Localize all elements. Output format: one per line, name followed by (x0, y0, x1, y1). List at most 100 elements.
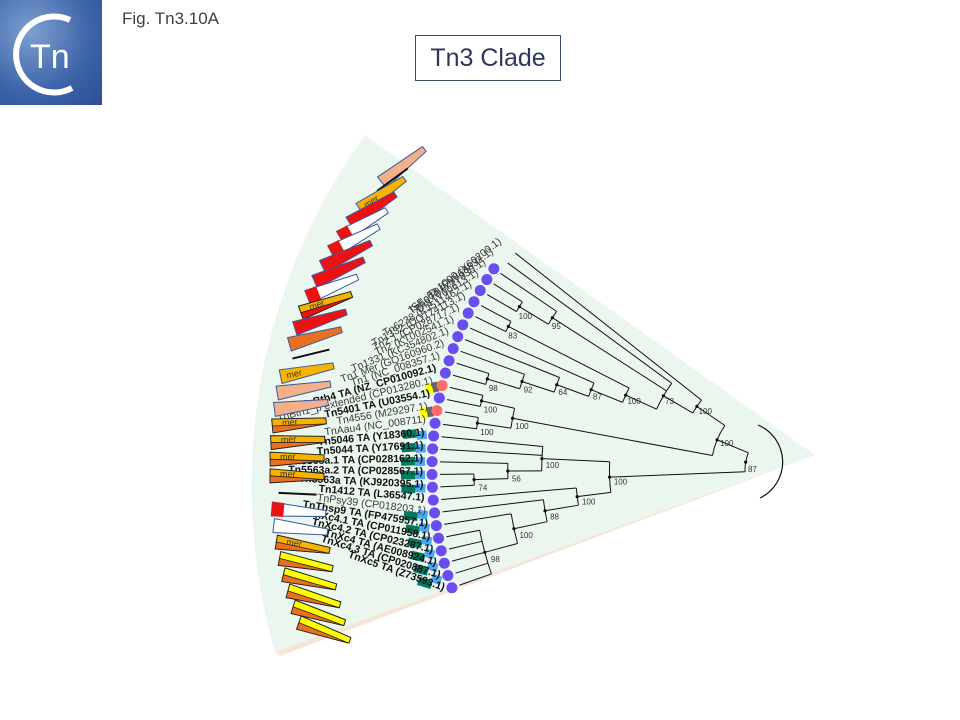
bootstrap-value: 74 (478, 484, 487, 493)
red-fill (271, 502, 285, 518)
teal-strip (401, 443, 416, 453)
gene-annotation: mer (274, 534, 331, 554)
gene-annotation (295, 615, 352, 644)
tree-branch (475, 316, 507, 332)
gene-annotation (275, 380, 332, 401)
leaf-circle-marker (428, 430, 440, 442)
root-bracket (757, 424, 784, 499)
leaf-circle-marker (426, 456, 438, 468)
teal-strip (403, 510, 419, 522)
mer-label: mer (280, 452, 296, 462)
tree-branch (440, 484, 475, 488)
tricolor-marker (419, 405, 443, 419)
gene-annotation (285, 583, 342, 609)
tree-branch (484, 543, 518, 553)
tree-branch (663, 395, 693, 414)
gene-annotation: mer (269, 452, 325, 467)
blue-strip (415, 483, 426, 493)
bootstrap-value: 92 (524, 386, 533, 395)
lower-triangle (285, 590, 340, 609)
leaf-circle-marker (468, 296, 480, 308)
line-annotation (278, 491, 317, 496)
bootstrap-value: 98 (491, 555, 500, 564)
blue-strip (415, 457, 426, 466)
tree-branch (442, 423, 477, 430)
tree-branch (442, 499, 544, 513)
blue-strip (426, 561, 439, 572)
leaf-circle-marker (426, 481, 438, 493)
salmon-box (376, 145, 427, 189)
gene-annotation (376, 145, 427, 189)
tree-branch (519, 306, 549, 325)
tree-branch (459, 573, 492, 586)
tree-branch (460, 350, 525, 375)
tree-branch (577, 491, 611, 498)
mer-label: mer (286, 537, 303, 549)
tree-background-fan (251, 135, 815, 652)
gene-annotation (290, 599, 347, 627)
leaf-circle-marker (443, 355, 455, 367)
bootstrap-value: 100 (519, 312, 533, 321)
salmon-box (275, 380, 332, 401)
tree-node (520, 379, 524, 384)
tree-branch (444, 513, 512, 525)
tree-branch (493, 283, 523, 303)
tree-branch (477, 422, 511, 429)
gene-annotation: mer (269, 434, 326, 451)
salmon-box (272, 398, 329, 418)
gene-annotation (272, 518, 329, 536)
red-box (318, 239, 374, 274)
leaf-circle-marker (439, 367, 451, 379)
empty-box (272, 518, 329, 536)
blue-strip (414, 470, 426, 480)
tricolor-marker (424, 379, 448, 395)
leaf-circle-marker (433, 392, 445, 404)
tree-branch (544, 504, 579, 512)
tree-branch (487, 378, 520, 390)
tree-node (744, 460, 748, 464)
lower-triangle (269, 458, 325, 467)
tree-branch (455, 562, 489, 574)
blue-strip (417, 509, 429, 520)
teal-strip (400, 470, 416, 480)
leaf-circle-marker (433, 532, 445, 544)
tree-node (540, 457, 544, 461)
tree-branch (440, 461, 508, 464)
bootstrap-value: 100 (480, 428, 494, 437)
tree-background-shadow (275, 455, 815, 656)
svg-text:Tn: Tn (30, 38, 70, 76)
blue-strip (416, 430, 428, 440)
gene-annotation (318, 239, 374, 274)
gene-annotation (286, 326, 343, 352)
teal-strip (401, 456, 416, 466)
leaf-circle-marker (446, 582, 458, 594)
tree-branch (521, 381, 555, 393)
tree-branch (441, 436, 543, 447)
leaf-circle-marker (430, 520, 442, 532)
gene-annotation (278, 491, 317, 496)
leaf-circle-marker (429, 417, 441, 429)
leaf-circle-marker (427, 443, 439, 455)
leaf-circle-marker (438, 557, 450, 569)
blue-strip (421, 535, 433, 546)
line-annotation (376, 167, 409, 192)
blue-strip (430, 573, 443, 585)
bootstrap-value: 56 (512, 474, 521, 483)
teal-strip (402, 429, 418, 439)
mer-label: mer (308, 297, 326, 312)
bootstrap-value: 100 (627, 397, 641, 406)
bootstrap-value: 95 (552, 322, 561, 331)
lower-triangle (274, 541, 330, 554)
bootstrap-value: 100 (582, 498, 596, 507)
lower-triangle (290, 606, 344, 626)
tree-branch (447, 399, 481, 407)
gene-annotation: mer (297, 290, 354, 320)
gene-annotation (281, 567, 338, 591)
tree-branch (444, 411, 479, 419)
tree-branch (452, 374, 486, 385)
mer-box (278, 362, 335, 385)
teal-strip (407, 537, 423, 549)
lower-triangle (296, 622, 350, 644)
tree-branch (512, 417, 713, 457)
tree-branch (456, 362, 490, 375)
